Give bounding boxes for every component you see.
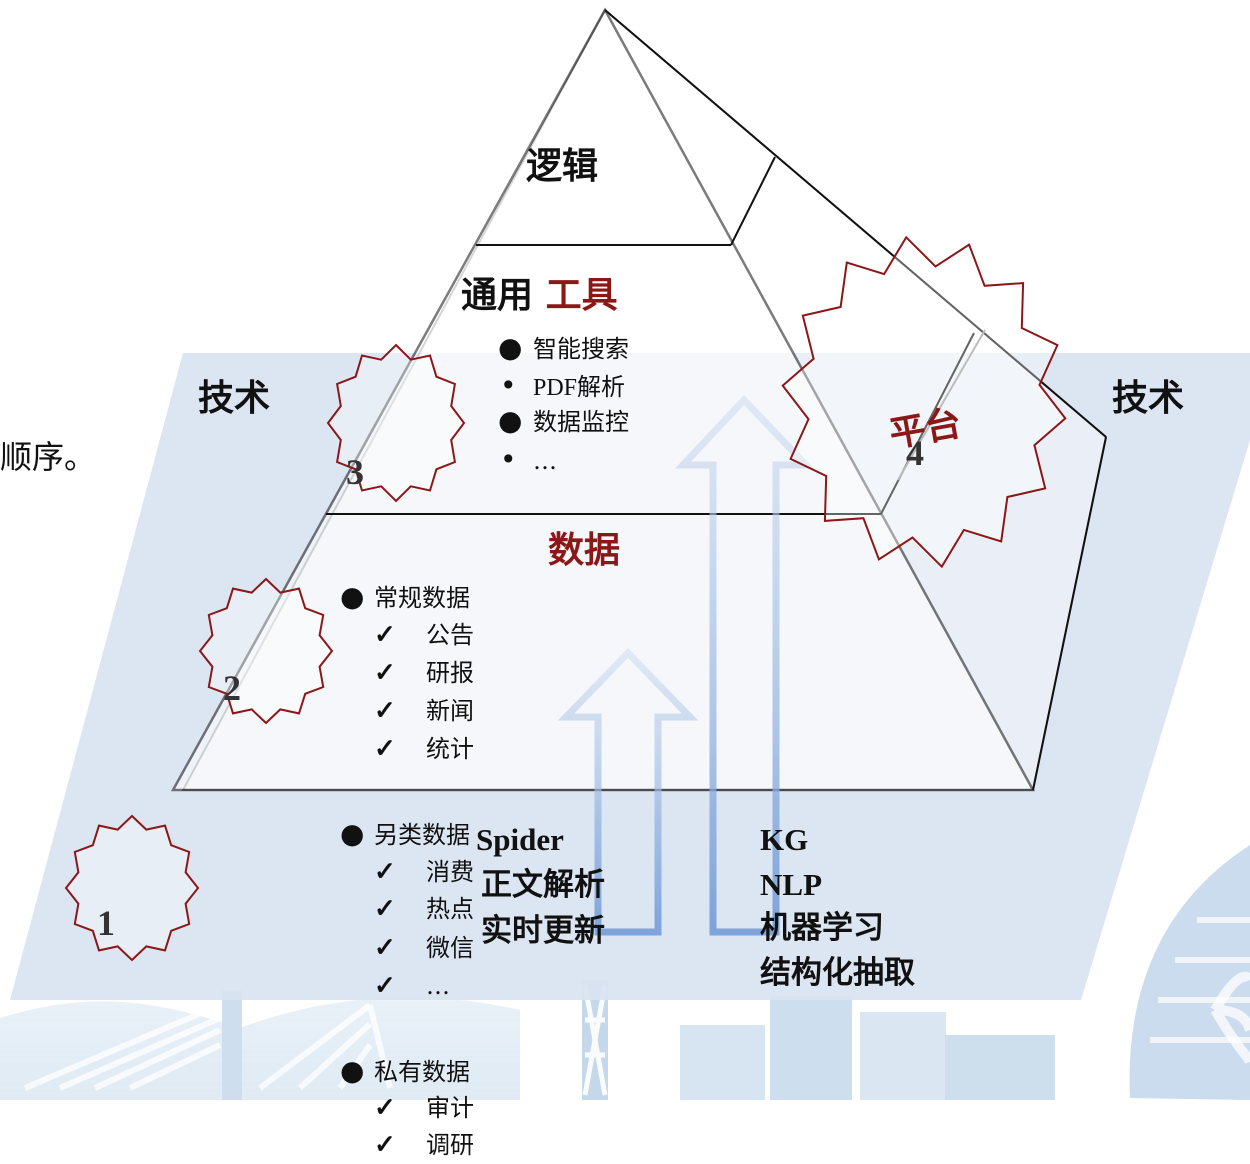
tools-bullet-2: • [500,369,517,402]
regular-check-4: ✓ [374,734,396,764]
private-item-1: 审计 [426,1094,474,1122]
data-title: 数据 [548,529,620,571]
badge-number-1: 1 [97,903,115,943]
badge-number-3: 3 [346,452,364,492]
right-tech-list: KG NLP 机器学习 结构化抽取 [760,822,915,991]
tech-right-kg: KG [760,822,808,857]
tech-right-machine-learning: 机器学习 [760,910,884,946]
private-item-2: 调研 [426,1131,474,1159]
arrow-right-icon [674,394,815,936]
tower-lattice-icon [582,984,608,1096]
regular-check-1: ✓ [374,620,396,650]
badge-4-shape [781,235,1067,569]
tech-right-structured-extraction: 结构化抽取 [760,955,915,991]
badge-number-4: 4 [906,433,924,473]
alternative-item-1: 消费 [426,858,474,886]
badge-3-shape [326,343,466,503]
background-skyline [0,845,1250,1100]
alternative-item-3: 微信 [426,934,474,962]
private-data-title: 私有数据 [374,1058,470,1086]
alternative-data-bullet: ● [340,817,364,850]
tools-item-3: 数据监控 [533,408,629,436]
alternative-item-2: 热点 [426,895,474,923]
tools-bullet-4: • [500,443,517,476]
badge-2-shape [198,577,334,725]
side-label-right: 技术 [1112,377,1184,419]
tech-left-body-parse: 正文解析 [481,867,605,903]
alternative-check-1: ✓ [374,857,396,887]
pyramid-right-edge [1032,436,1107,791]
regular-check-2: ✓ [374,658,396,688]
private-check-2: ✓ [374,1130,396,1160]
regular-data-bullet: ● [340,580,364,613]
tower-left [222,990,242,1100]
tools-item-4: … [533,447,557,475]
regular-item-4: 统计 [426,735,474,763]
alternative-check-2: ✓ [374,894,396,924]
alternative-data-title: 另类数据 [374,821,470,849]
tech-left-spider: Spider [476,822,564,857]
side-division-gray [897,329,986,481]
tools-bullet-1: ● [498,331,522,364]
left-tech-list: Spider 正文解析 实时更新 [476,822,605,949]
left-cut-text: 顺序。 [0,438,96,476]
alternative-data-list: ● 另类数据 ✓ 消费 ✓ 热点 ✓ 微信 ✓ … [340,817,474,1001]
bridge-cables-icon [23,1002,393,1091]
arrow-left-icon [557,647,699,936]
upward-arrows [557,394,815,936]
regular-item-2: 研报 [426,659,474,687]
tools-title-highlight: 工具 [546,274,618,316]
badge-number-2: 2 [223,668,241,708]
tools-bullet-3: ● [498,404,522,437]
tech-left-realtime: 实时更新 [481,913,605,949]
alternative-check-3: ✓ [374,933,396,963]
curved-building-icon [1129,845,1250,1100]
tech-right-nlp: NLP [760,867,822,902]
private-data-list: ● 私有数据 ✓ 审计 ✓ 调研 [340,1054,474,1160]
building-3 [860,1012,946,1100]
tools-list: ● 智能搜索 • PDF解析 ● 数据监控 • … [498,331,629,476]
tools-item-1: 智能搜索 [533,335,629,363]
regular-item-3: 新闻 [426,697,474,725]
regular-data-title: 常规数据 [374,584,470,612]
badge-shapes [64,235,1067,962]
regular-data-list: ● 常规数据 ✓ 公告 ✓ 研报 ✓ 新闻 ✓ 统计 [340,580,474,764]
tools-title-prefix: 通用 [461,274,533,316]
alternative-check-4: ✓ [374,971,396,1001]
pyramid-back-edge [604,9,1107,438]
badge-1-shape [64,814,200,962]
side-division-middle [880,332,975,515]
tools-item-2: PDF解析 [533,374,625,401]
regular-check-3: ✓ [374,696,396,726]
front-pyramid-face [170,7,1036,792]
building-2 [770,996,852,1100]
side-label-left: 技术 [198,377,270,419]
side-division-top [730,156,776,246]
building-stripes-icon [1150,917,1250,1043]
pyramid-top-label: 逻辑 [526,145,598,187]
regular-item-1: 公告 [426,621,474,649]
alternative-item-4: … [426,972,450,1000]
private-check-1: ✓ [374,1093,396,1123]
private-data-bullet: ● [340,1054,364,1087]
building-1 [680,1025,765,1100]
building-4 [945,1035,1055,1100]
palm-icon [1210,971,1250,1065]
tools-title: 通用 工具 [461,274,618,316]
